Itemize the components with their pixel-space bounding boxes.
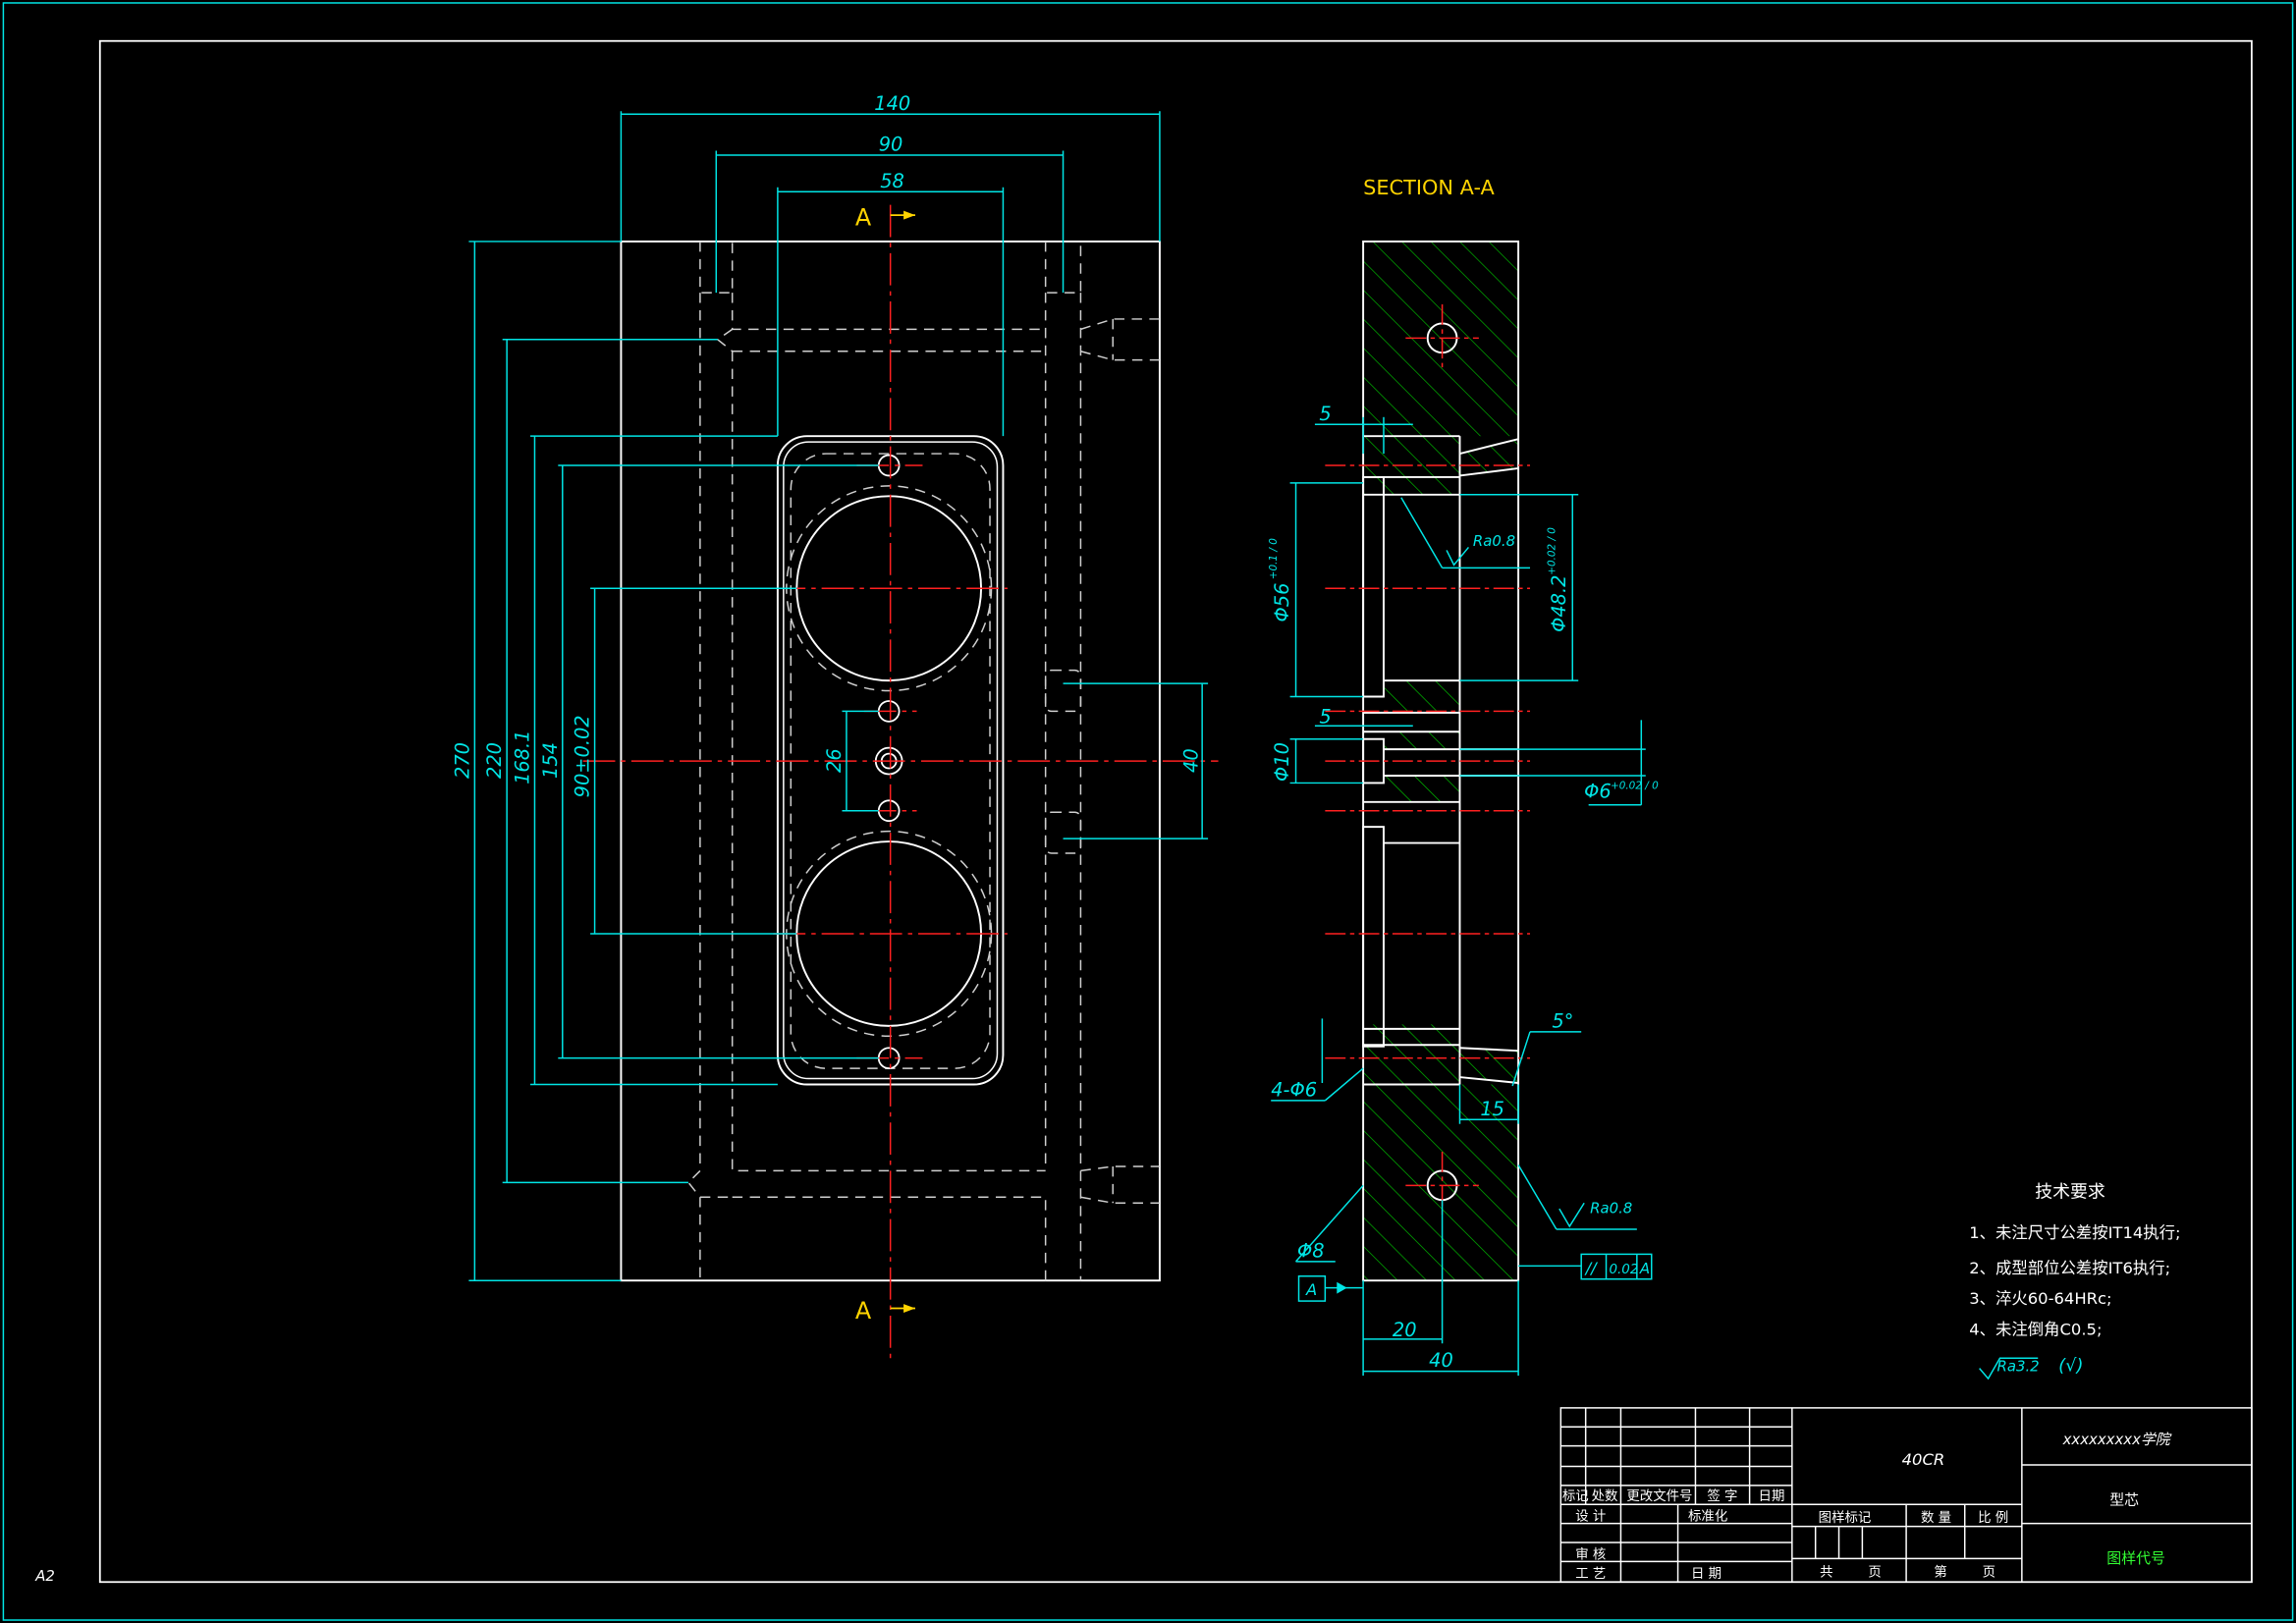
tb-design: 设 计	[1575, 1509, 1606, 1525]
tech-item-1: 1、未注尺寸公差按IT14执行;	[1969, 1223, 2180, 1242]
dim-4-holes: 4-Φ6	[1271, 1078, 1317, 1101]
tb-rev-sign: 签 字	[1707, 1488, 1737, 1504]
tb-material: 40CR	[1902, 1450, 1945, 1469]
tb-standardize: 标准化	[1688, 1509, 1727, 1525]
front-dimension-lines	[468, 111, 1209, 1281]
dim-40-thickness: 40	[1429, 1349, 1453, 1372]
parallel-datum: A	[1639, 1260, 1650, 1277]
dim-90: 90	[879, 134, 903, 156]
dim-pin-tol: +0.02 / 0	[1611, 780, 1659, 791]
centerlines	[582, 204, 1219, 1365]
tb-rev-count: 处数	[1592, 1488, 1618, 1504]
dim-draft-angle: 5°	[1552, 1009, 1573, 1032]
dim-5-top: 5	[1319, 403, 1331, 425]
tb-rev-date: 日期	[1759, 1488, 1785, 1504]
dim-inner-dia: Φ48.2	[1548, 575, 1570, 632]
tech-item-4: 4、未注倒角C0.5;	[1969, 1320, 2102, 1338]
general-roughness-suffix: (√)	[2058, 1356, 2083, 1377]
tb-drawing-no: 图样代号	[2106, 1549, 2165, 1567]
parallel-value: 0.02	[1610, 1263, 1639, 1277]
inner-frame	[98, 39, 2253, 1584]
dim-140: 140	[874, 92, 910, 115]
roughness-bore: Ra0.8	[1473, 532, 1515, 550]
dim-5-mid: 5	[1319, 705, 1331, 728]
section-hatching	[1363, 241, 1519, 1281]
dim-bore-tol: +0.1 / 0	[1268, 538, 1280, 579]
dim-bore-dia: Φ56	[1271, 583, 1293, 622]
roughness-face: Ra0.8	[1590, 1200, 1632, 1217]
tech-heading: 技术要求	[2035, 1181, 2105, 1202]
section-mark-bottom: A	[855, 1297, 872, 1325]
dim-40-side: 40	[1180, 748, 1203, 773]
sheet-size-label: A2	[34, 1567, 55, 1585]
tb-rev-mark: 标记	[1562, 1488, 1589, 1504]
dim-slot-dia: Φ10	[1271, 742, 1293, 782]
tech-item-2: 2、成型部位公差按IT6执行;	[1969, 1259, 2170, 1277]
tb-school: xxxxxxxxx学院	[2062, 1431, 2172, 1448]
datum-triangle	[1337, 1281, 1347, 1294]
dim-26: 26	[823, 748, 846, 773]
section-dimension-lines	[1271, 416, 2039, 1380]
dim-90-tol: 90±0.02	[572, 715, 594, 797]
title-block: 40CR xxxxxxxxx学院 型芯 图样代号 标记 处数 更改文件号 签 字…	[1559, 1407, 2253, 1584]
section-cut-markers	[890, 210, 916, 1314]
tb-sheet-unit2: 页	[1983, 1565, 1995, 1580]
section-centerlines	[1325, 304, 1531, 1219]
dim-20: 20	[1393, 1319, 1417, 1341]
section-view: SECTION A-A	[1268, 176, 2039, 1380]
dim-220: 220	[483, 742, 506, 779]
tb-review: 审 核	[1575, 1546, 1606, 1562]
tb-quantity: 数 量	[1921, 1510, 1951, 1526]
front-view: A A 140 90	[451, 92, 1219, 1365]
dim-58: 58	[880, 170, 904, 192]
tb-rev-doc: 更改文件号	[1626, 1488, 1692, 1504]
section-title: SECTION A-A	[1363, 176, 1495, 199]
dim-15: 15	[1480, 1098, 1504, 1120]
tech-item-3: 3、淬火60-64HRc;	[1969, 1289, 2111, 1308]
tb-date: 日 期	[1691, 1566, 1722, 1582]
general-roughness: Ra3.2	[1997, 1358, 2040, 1376]
tb-sheet-no: 第	[1934, 1563, 1946, 1580]
tb-sheet-unit: 页	[1868, 1565, 1881, 1580]
tb-stage-mark: 图样标记	[1819, 1510, 1872, 1526]
tb-process: 工 艺	[1575, 1566, 1606, 1582]
dim-cooling-dia: Φ8	[1297, 1239, 1325, 1262]
tb-part-name: 型芯	[2109, 1490, 2139, 1508]
parallel-symbol: //	[1584, 1259, 1599, 1277]
tb-sheets-total: 共	[1820, 1564, 1832, 1580]
dim-inner-tol: +0.02 / 0	[1546, 527, 1558, 575]
tech-requirements: 技术要求 1、未注尺寸公差按IT14执行; 2、成型部位公差按IT6执行; 3、…	[1969, 1181, 2180, 1376]
dim-270: 270	[451, 742, 473, 779]
dim-pin-dia: Φ6	[1584, 780, 1612, 802]
dim-168-1: 168.1	[512, 730, 534, 784]
datum-label: A	[1305, 1280, 1317, 1299]
dim-154: 154	[539, 742, 562, 779]
tb-scale: 比 例	[1978, 1510, 2008, 1526]
section-mark-top: A	[855, 204, 872, 232]
